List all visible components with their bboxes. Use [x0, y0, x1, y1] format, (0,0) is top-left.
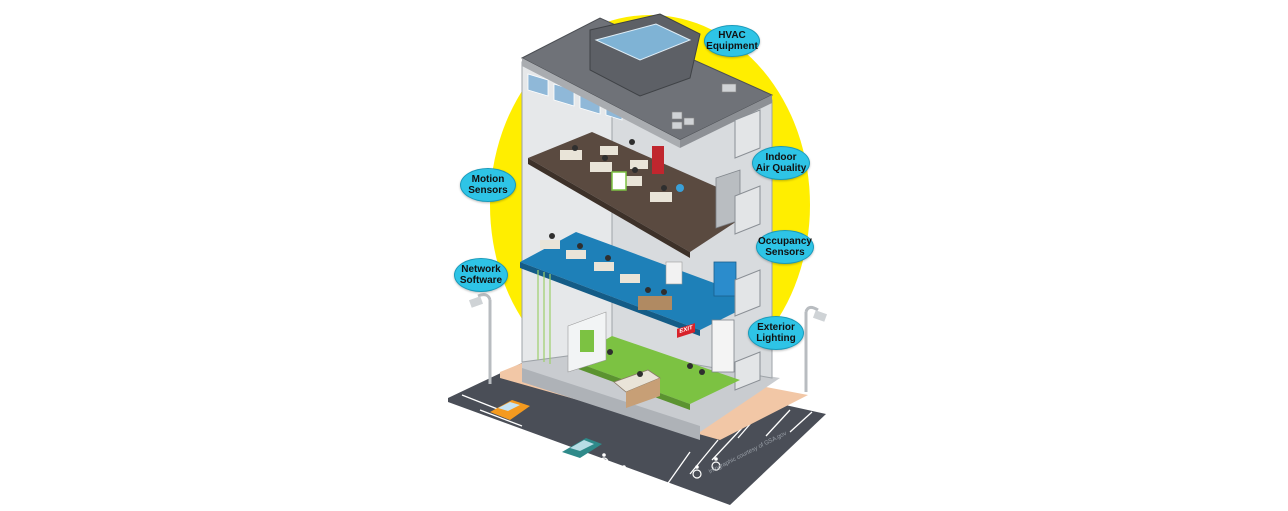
top-floor — [528, 132, 760, 252]
building-base-front — [522, 368, 700, 440]
top-floor-edge — [528, 158, 690, 258]
callout-indoor-air-quality: Indoor Air Quality — [752, 146, 810, 180]
street-lamp-icon — [804, 305, 819, 392]
roof-vents — [671, 83, 737, 130]
roof-skylight — [594, 23, 692, 61]
stairs — [734, 109, 761, 391]
parking-lines-left — [461, 394, 641, 504]
middle-floor-edge — [520, 262, 700, 336]
street-lamp-head — [812, 310, 828, 322]
callout-hvac-equipment: HVAC Equipment — [704, 25, 760, 57]
ground-floor-furniture — [567, 311, 735, 408]
accessible-parking-icon — [599, 453, 721, 479]
callout-network-software: Network Software — [454, 258, 508, 292]
roof-parapet-right — [680, 95, 772, 148]
conduit-lines — [537, 270, 551, 364]
car-icon — [490, 400, 530, 420]
street-lamp-icon — [477, 293, 492, 384]
street-lamp-head — [468, 296, 484, 308]
car-icon — [562, 438, 602, 458]
callout-exterior-lighting: Exterior Lighting — [748, 316, 804, 350]
roof-parapet — [522, 58, 680, 148]
parking-lines-right — [665, 407, 813, 487]
callout-occupancy-sensors: Occupancy Sensors — [756, 230, 814, 264]
parking-lot — [448, 352, 826, 505]
callout-motion-sensors: Motion Sensors — [460, 168, 516, 202]
top-floor-furniture — [560, 139, 684, 202]
middle-floor-furniture — [540, 233, 737, 310]
